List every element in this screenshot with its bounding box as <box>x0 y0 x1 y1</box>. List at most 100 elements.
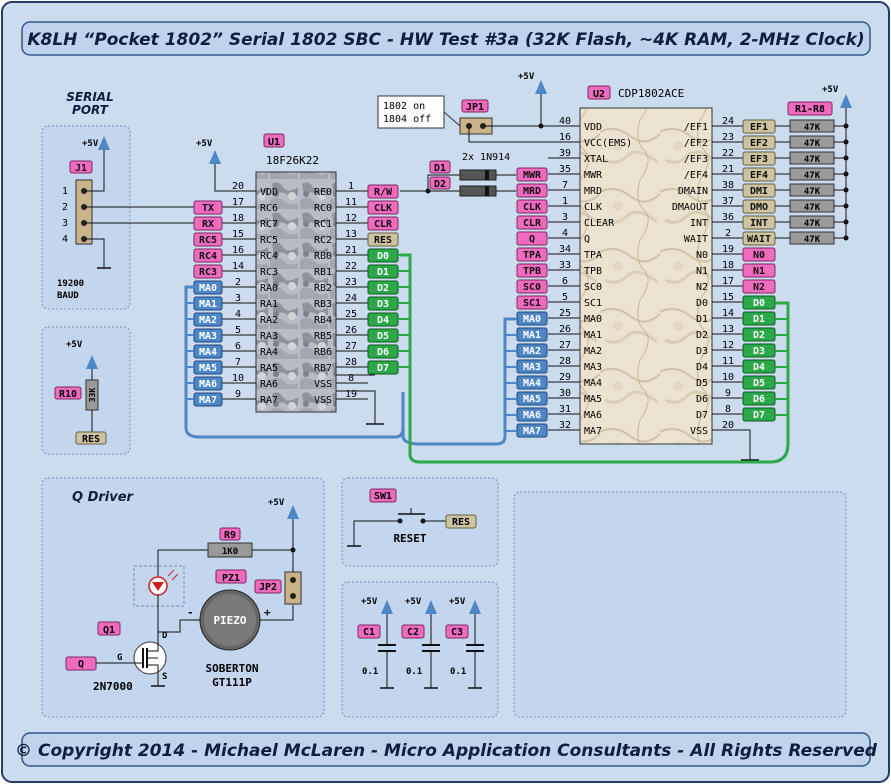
u2-pin-name-ma1: MA1 <box>584 330 602 341</box>
u2-pin-name-ma5: MA5 <box>584 394 602 405</box>
u1-right-pins: RE01RC011RC112RC213RB021RB122RB223RB324R… <box>314 181 399 406</box>
u2-body <box>579 107 713 445</box>
pullup-value-1: 47K <box>804 123 821 133</box>
u2-rpin-num-21: 21 <box>722 164 734 175</box>
u1-net-rc5-box <box>193 232 223 247</box>
u2-left-pins: 40VDD16VCC(EMS)39XTAL35MWR7MRD1CLK3CLEAR… <box>516 116 632 438</box>
jp1-note-box <box>377 95 445 129</box>
u1-rnet-clr-2-box <box>367 216 399 231</box>
jp2-body <box>284 571 302 605</box>
u2-net-sc1: SC1 <box>523 298 541 309</box>
u1-net-ma3: MA3 <box>199 331 217 342</box>
u1-net-rc5: RC5 <box>199 235 217 246</box>
u2-net-ma5: MA5 <box>523 394 541 405</box>
pullup-value-8: 47K <box>804 235 821 245</box>
u1-pin-num-17: 17 <box>232 197 244 208</box>
u1-rpin-num-13: 19 <box>345 389 357 400</box>
u1-rnet-rw-0-box <box>367 184 399 199</box>
r9-value: 1K0 <box>222 547 238 557</box>
u2-pin-name-ma7: MA7 <box>584 426 602 437</box>
q1-ref: Q1 <box>103 625 115 636</box>
u1-pin-name-rc5: RC5 <box>260 235 278 246</box>
u1-net-ma4: MA4 <box>199 347 217 358</box>
u1-rnet-clk-1-box <box>367 200 399 215</box>
pullup-ref: R1-R8 <box>795 104 825 115</box>
u2-rpin-name-d3: D3 <box>696 346 708 357</box>
u1-rpin-name-rb0-4: RB0 <box>314 251 332 262</box>
u1-rnet-res-3-box <box>367 232 399 247</box>
u2-net-clk: CLK <box>523 202 541 213</box>
u2-rpin-name-d2: D2 <box>696 330 708 341</box>
drain-label: D <box>162 631 168 641</box>
d1-body <box>459 169 497 181</box>
u2-net-tpa-box <box>516 247 548 262</box>
u1-part: 18F26K22 <box>266 154 319 167</box>
jp1-ref: JP1 <box>466 102 484 113</box>
u1-rpin-num-12: 8 <box>348 373 354 384</box>
piezo-maker-1: SOBERTON <box>206 662 259 675</box>
u1-pin-num-2: 2 <box>235 277 241 288</box>
u2-rpin-num-20: 20 <box>722 420 734 431</box>
j1-pin2: 2 <box>62 202 68 213</box>
u1-rpin-name-rb6-10: RB6 <box>314 347 332 358</box>
u2-pin-num-1: 1 <box>562 196 568 207</box>
u2-rpin-name-d0: D0 <box>696 298 708 309</box>
gate-label: G <box>117 653 122 663</box>
u2-pin-num-34: 34 <box>559 244 571 255</box>
u1-rpin-name-rb2-6: RB2 <box>314 283 332 294</box>
u1-rpin-name-vss-13: VSS <box>314 395 332 406</box>
u2-rpin-name-n2: N2 <box>696 282 708 293</box>
u1-pin-num-9: 9 <box>235 389 241 400</box>
u2-rpin-name-int: INT <box>690 218 708 229</box>
r10-label: R10 <box>59 389 77 400</box>
u1-pin-num-15: 15 <box>232 229 244 240</box>
u1-rpin-num-5: 22 <box>345 261 357 272</box>
u2-pin-num-6: 6 <box>562 276 568 287</box>
u1-rnet-d4-8: D4 <box>377 315 389 326</box>
u1-rpin-name-rb7-11: RB7 <box>314 363 332 374</box>
u2-rpin-num-9: 9 <box>725 388 731 399</box>
pullup-power-label: +5V <box>822 85 839 95</box>
r9-ref: R9 <box>224 530 236 541</box>
u1-power-arrow <box>209 150 221 164</box>
piezo-maker-2: GT111P <box>212 676 252 689</box>
u1-rpin-name-rc1-2: RC1 <box>314 219 332 230</box>
u1-rnet-d0-4: D0 <box>377 251 389 262</box>
u2-pin-name-clk: CLK <box>584 202 602 213</box>
u2-rpin-num-23: 23 <box>722 132 734 143</box>
reset-label: RESET <box>393 532 426 545</box>
u2-pin-num-5: 5 <box>562 292 568 303</box>
u2-net-mwr-box <box>516 167 548 182</box>
pz1-ref: PZ1 <box>222 573 240 584</box>
bypass-caps-panel <box>341 581 499 718</box>
u2-rnet-d6-17: D6 <box>753 394 765 405</box>
u1-pin-name-ra6: RA6 <box>260 379 278 390</box>
u2-rnet-ef2-1: EF2 <box>750 138 768 149</box>
footer-bar <box>21 732 871 767</box>
cap-value-1: 0.1 <box>362 667 378 677</box>
q-power-label: +5V <box>268 498 285 508</box>
u2-rpin-num-13: 13 <box>722 324 734 335</box>
jp1-note-1: 1802 on <box>383 101 425 112</box>
u1-pin-name-ra3: RA3 <box>260 331 278 342</box>
q-driver-panel <box>41 477 325 718</box>
u1-pin-name-rc6: RC6 <box>260 203 278 214</box>
u2-pin-name-mwr: MWR <box>584 170 603 181</box>
u2-net-mwr: MWR <box>523 170 542 181</box>
q-power-arrow <box>287 505 299 519</box>
u2-rnet-n1-9: N1 <box>753 266 765 277</box>
diode-note: 2x 1N914 <box>462 152 510 163</box>
u2-net-ma4: MA4 <box>523 378 541 389</box>
u2-net-clr-box <box>516 215 548 230</box>
u1-net-ma1: MA1 <box>199 299 217 310</box>
u2-pin-name-xtal: XTAL <box>584 154 608 165</box>
bus-ticks <box>186 254 788 432</box>
sw1-ref: SW1 <box>374 491 392 502</box>
pullup-value-6: 47K <box>804 203 821 213</box>
u2-part: CDP1802ACE <box>618 87 684 100</box>
u1-rnet-d6-10: D6 <box>377 347 389 358</box>
u1-net-ma2: MA2 <box>199 315 217 326</box>
u1-pin-num-4: 4 <box>235 309 241 320</box>
pullup-value-4: 47K <box>804 171 821 181</box>
